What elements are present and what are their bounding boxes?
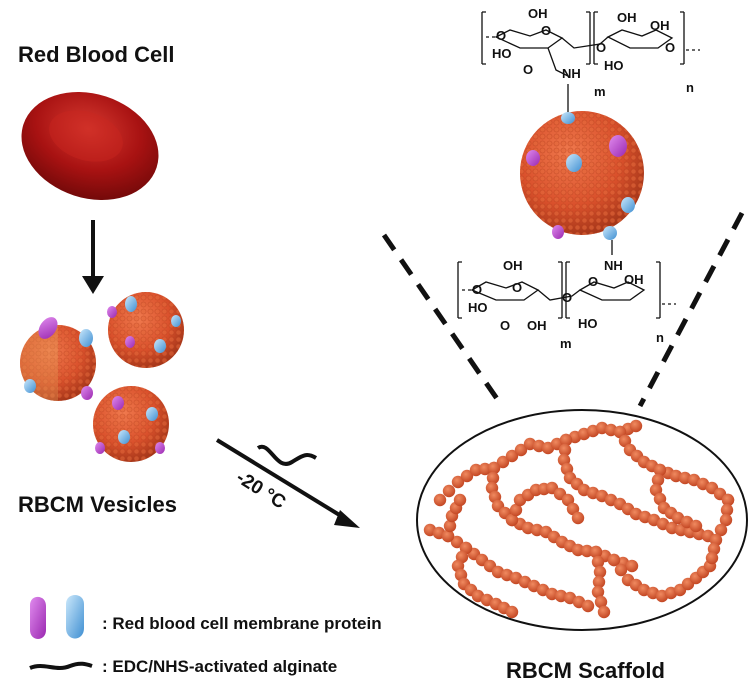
alginate-structure-top [481,11,700,77]
scaffold-sphere [520,111,644,240]
scaffold-bead [571,511,585,525]
scaffold-bead [571,543,585,557]
scaffold-bead [607,553,621,567]
svg-text:O: O [512,280,522,295]
alginate-labels-top: O OH HO O O NH O OH OH HO O m n [492,6,694,99]
scaffold-bead [486,471,500,485]
legend-alginate-text: : EDC/NHS-activated alginate [102,657,337,676]
svg-text:OH: OH [650,18,670,33]
red-blood-cell [21,92,159,200]
svg-text:NH: NH [562,66,581,81]
zoom-line-right [637,211,745,408]
scaffold-bead [559,433,573,447]
temperature-label: -20 °C [232,467,289,514]
scaffold-bead [593,565,607,579]
scaffold-bead [689,519,703,533]
scaffold-bead [625,559,639,573]
scaffold-bead [720,503,734,517]
scaffold-bead [460,469,474,483]
zoom-line-left [381,233,505,408]
svg-text:OH: OH [617,10,637,25]
svg-text:OH: OH [527,318,547,333]
scaffold-bead [443,519,457,533]
scaffold-bead [442,484,456,498]
svg-text:OH: OH [503,258,523,273]
svg-text:n: n [656,330,664,345]
svg-text:HO: HO [492,46,512,61]
legend-alginate-line [29,661,93,670]
scaffold-bead [451,475,465,489]
svg-text:O: O [541,23,551,38]
svg-text:O: O [596,40,606,55]
svg-text:HO: HO [468,300,488,315]
svg-text:n: n [686,80,694,95]
alginate-squiggle [256,444,318,466]
scaffold-bead [509,503,523,517]
down-arrow [82,220,104,294]
scaffold-bead [453,493,467,507]
scaffold-bead [433,493,447,507]
scaffold-bead [441,529,455,543]
bead-network [423,419,735,619]
scaffold-bead [469,463,483,477]
scaffold-bead [653,463,667,477]
scaffold-bead [614,563,628,577]
scaffold-bead [478,462,492,476]
scaffold-bead [705,551,719,565]
scaffold-bead [487,461,501,475]
vesicle-bottom [93,386,169,462]
red-blood-cell-label: Red Blood Cell [18,42,174,67]
scaffold-bead [496,455,510,469]
scaffold-bead [629,419,643,433]
freeze-arrow [215,438,360,528]
svg-text:O: O [500,318,510,333]
scaffold-bead [721,493,735,507]
alginate-labels-bottom: NH O O OH HO O O OH O OH HO m n [468,258,664,351]
rbcm-vesicles-label: RBCM Vesicles [18,492,177,517]
svg-text:O: O [496,28,506,43]
svg-text:HO: HO [578,316,598,331]
scaffold-bead [594,595,608,609]
scaffold-bead [505,449,519,463]
alginate-structure-bottom [457,261,676,319]
scaffold-bead [597,605,611,619]
scaffold-bead [714,523,728,537]
svg-text:m: m [560,336,572,351]
svg-text:OH: OH [528,6,548,21]
scaffold-bead [719,513,733,527]
svg-text:O: O [665,40,675,55]
legend-protein-icons [30,595,84,639]
svg-text:O: O [472,282,482,297]
vesicle-proteins [24,296,181,454]
rbcm-scaffold-label: RBCM Scaffold [506,658,665,683]
svg-text:O: O [588,274,598,289]
svg-text:OH: OH [624,272,644,287]
scaffold-bead [589,545,603,559]
scaffold-bead [505,513,519,527]
scaffold-bead [591,585,605,599]
scaffold-bead [591,555,605,569]
vesicle-right [108,292,184,368]
scaffold-bead [651,473,665,487]
scaffold-bead [581,599,595,613]
scaffold-bead [580,544,594,558]
scaffold-bead [558,443,572,457]
svg-text:m: m [594,84,606,99]
svg-text:O: O [523,62,533,77]
scaffold-bead [505,605,519,619]
scaffold-bead [592,575,606,589]
svg-text:O: O [562,290,572,305]
scaffold-bead [514,443,528,457]
svg-text:HO: HO [604,58,624,73]
scaffold-bead [450,535,464,549]
svg-text:NH: NH [604,258,623,273]
legend-protein-text: : Red blood cell membrane protein [102,614,382,633]
